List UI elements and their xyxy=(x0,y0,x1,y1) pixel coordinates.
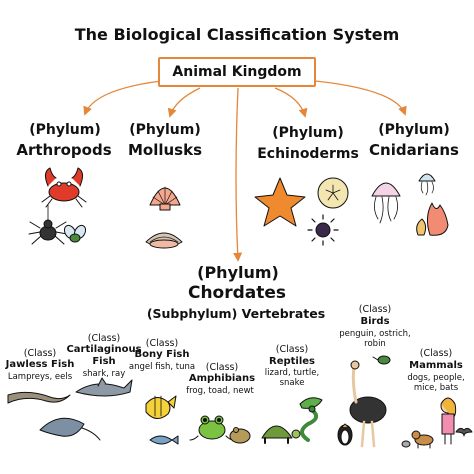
tuna-icon xyxy=(149,435,179,445)
sand-dollar-icon xyxy=(317,177,349,209)
kingdom-box: Animal Kingdom xyxy=(158,57,316,87)
robin-icon xyxy=(372,355,391,365)
class-examples-bony-fish: angel fish, tuna xyxy=(128,362,196,372)
class-examples-birds-line1: penguin, ostrich, xyxy=(339,329,411,339)
class-name-cartilaginous-line2: Fish xyxy=(92,356,116,367)
phylum-tag-echinoderms: (Phylum) xyxy=(272,125,344,141)
dog-icon xyxy=(411,430,434,449)
kingdom-label: Animal Kingdom xyxy=(172,64,302,80)
class-tag-jawless-fish: (Class) xyxy=(23,348,57,359)
arrow-to-arthropods xyxy=(83,79,171,116)
class-examples-jawless-fish: Lampreys, eels xyxy=(7,372,73,382)
class-examples-birds-line2: robin xyxy=(364,339,386,349)
class-name-mammals: Mammals xyxy=(409,360,463,371)
penguin-icon xyxy=(337,423,353,446)
eel-icon xyxy=(7,391,71,404)
class-tag-birds: (Class) xyxy=(358,304,392,315)
class-tag-bony-fish: (Class) xyxy=(145,338,179,349)
jellyfish-icon xyxy=(371,182,401,224)
arrow-to-chordates xyxy=(233,87,243,262)
shark-icon xyxy=(75,377,133,397)
bat-icon xyxy=(455,427,473,437)
phylum-tag-cnidarians: (Phylum) xyxy=(378,122,450,138)
class-tag-amphibians: (Class) xyxy=(205,362,239,373)
phylum-name-cnidarians: Cnidarians xyxy=(369,141,459,159)
class-name-birds: Birds xyxy=(360,316,390,327)
arrow-to-echinoderms xyxy=(274,87,308,118)
small-jellyfish-icon xyxy=(418,173,436,196)
arrow-to-cnidarians xyxy=(304,79,407,116)
class-examples-mammals-line1: dogs, people, xyxy=(407,373,465,383)
toad-icon xyxy=(229,427,251,444)
subphylum-vertebrates: (Subphylum) Vertebrates xyxy=(146,306,326,321)
fly-icon xyxy=(63,224,87,243)
angelfish-icon xyxy=(145,395,177,419)
arrow-to-mollusks xyxy=(167,87,201,118)
phylum-name-echinoderms: Echinoderms xyxy=(257,146,359,162)
page-title: The Biological Classification System xyxy=(74,25,400,44)
frog-icon xyxy=(189,415,235,441)
class-name-jawless-fish: Jawless Fish xyxy=(5,359,75,370)
spider-icon xyxy=(28,204,68,245)
clam-icon xyxy=(145,232,183,249)
coral-icon xyxy=(416,202,449,236)
class-name-amphibians: Amphibians xyxy=(188,373,256,384)
class-name-reptiles: Reptiles xyxy=(268,356,316,367)
class-tag-cartilaginous-fish: (Class) xyxy=(87,333,121,344)
mouse-icon xyxy=(401,440,411,448)
phylum-name-mollusks: Mollusks xyxy=(127,141,203,159)
class-tag-mammals: (Class) xyxy=(419,348,453,359)
class-examples-cartilaginous-fish: shark, ray xyxy=(82,369,126,379)
lizard-icon xyxy=(299,397,323,409)
turtle-icon xyxy=(261,425,301,444)
class-examples-reptiles-line2: snake xyxy=(279,378,305,388)
class-name-cartilaginous-line1: Cartilaginous xyxy=(66,344,142,355)
phylum-name-arthropods: Arthropods xyxy=(16,141,112,159)
phylum-tag-arthropods: (Phylum) xyxy=(29,122,101,138)
stingray-icon xyxy=(39,417,101,441)
phylum-name-chordates: Chordates xyxy=(187,283,287,303)
class-tag-reptiles: (Class) xyxy=(275,344,309,355)
crab-icon xyxy=(41,167,87,208)
scallop-shell-icon xyxy=(149,186,181,211)
ostrich-icon xyxy=(349,360,387,448)
class-examples-amphibians: frog, toad, newt xyxy=(186,386,254,396)
snake-icon xyxy=(300,405,319,442)
phylum-tag-chordates: (Phylum) xyxy=(197,263,279,282)
starfish-icon xyxy=(254,177,306,227)
girl-icon xyxy=(440,397,457,445)
class-examples-reptiles-line1: lizard, turtle, xyxy=(264,368,320,378)
class-name-bony-fish: Bony Fish xyxy=(134,349,190,360)
sea-urchin-icon xyxy=(307,214,339,246)
phylum-tag-mollusks: (Phylum) xyxy=(129,122,201,138)
class-examples-mammals-line2: mice, bats xyxy=(413,383,459,393)
